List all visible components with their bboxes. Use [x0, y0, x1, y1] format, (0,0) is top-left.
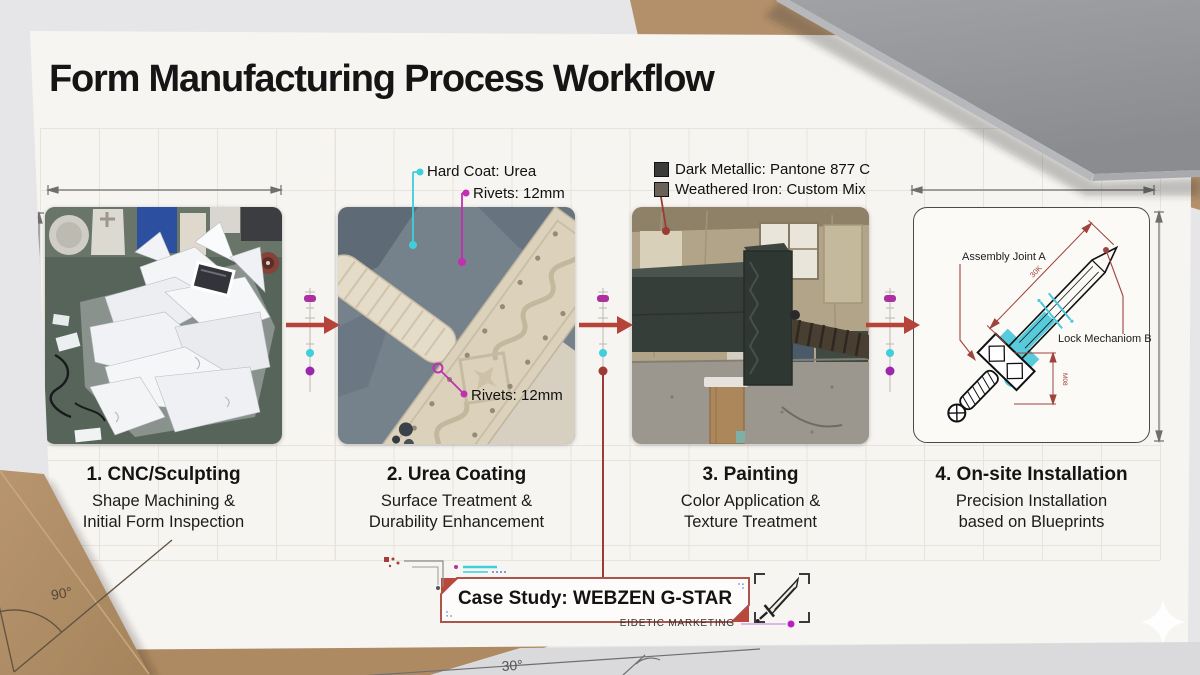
legend-label: Dark Metallic: Pantone 877 C — [675, 161, 871, 178]
protractor-sketch — [0, 539, 173, 673]
angle-90-label: 90° — [50, 584, 74, 603]
case-study-label: Case Study: WEBZEN G-STAR — [457, 588, 733, 609]
step-name: 4. On-site Installation — [935, 464, 1128, 485]
rivets-top-annotation: Rivets: 12mm — [473, 185, 565, 202]
foam-board — [789, 0, 1200, 174]
blueprint-dim-vertical: M08 — [1061, 373, 1068, 386]
foam-board-shadow — [765, 2, 1200, 196]
case-study-footer: EIDETIC MARKETING — [619, 618, 735, 629]
step-name: 3. Painting — [702, 464, 799, 485]
step-cnc-sculpting: 1. CNC/Sculpting Shape Machining &Initia… — [45, 464, 282, 533]
hard-coat-annotation: Hard Coat: Urea — [427, 163, 537, 180]
foam-board-edge-bottom — [1092, 170, 1200, 181]
blueprint-card: 30K M08 — [913, 207, 1150, 443]
step-urea-coating: 2. Urea Coating Surface Treatment &Durab… — [338, 464, 575, 533]
step-name: 1. CNC/Sculpting — [86, 464, 241, 485]
foam-board-edge — [776, 0, 1094, 181]
step-onsite-installation: 4. On-site Installation Precision Instal… — [913, 464, 1150, 533]
grid-line — [40, 545, 1160, 546]
kraft-paper-bottom-strip — [40, 642, 560, 675]
sword-icon — [754, 573, 810, 623]
photo-cnc-sculpting — [45, 207, 282, 444]
step-desc: Surface Treatment &Durability Enhancemen… — [368, 492, 545, 531]
legend-dark-metallic: Dark Metallic: Pantone 877 C — [654, 161, 870, 178]
step-painting: 3. Painting Color Application &Texture T… — [632, 464, 869, 533]
grid-line — [40, 190, 1160, 191]
step-desc: Color Application &Texture Treatment — [680, 492, 821, 531]
grid-line — [40, 445, 1160, 446]
dark-metallic-swatch — [654, 162, 669, 177]
weathered-iron-swatch — [654, 182, 669, 197]
step-desc: Shape Machining &Initial Form Inspection — [82, 492, 245, 531]
sparkle-icon — [1141, 600, 1185, 644]
grid-line — [40, 128, 1160, 129]
bottom-angle-sketch — [365, 648, 761, 675]
circuit-decoration — [384, 557, 508, 590]
lock-mechanism-label: Lock Mechaniom B — [1058, 333, 1152, 345]
footer-dot — [787, 620, 795, 628]
photo-painting — [632, 207, 869, 444]
case-study-box — [440, 577, 750, 623]
legend-label: Weathered Iron: Custom Mix — [675, 181, 866, 198]
annotation-leaders — [409, 168, 670, 398]
rivets-bottom-annotation: Rivets: 12mm — [471, 387, 563, 404]
kraft-edge-highlight — [0, 470, 150, 675]
assembly-joint-label: Assembly Joint A — [962, 251, 1046, 263]
grid-line — [40, 460, 1160, 461]
flow-connectors — [286, 288, 920, 577]
grid-line — [40, 560, 1160, 561]
step-name: 2. Urea Coating — [386, 464, 527, 485]
photo-urea-coating — [338, 207, 575, 444]
legend-weathered-iron: Weathered Iron: Custom Mix — [654, 181, 866, 198]
gray-paper-bottom — [430, 642, 1200, 675]
page-title: Form Manufacturing Process Workflow — [49, 58, 715, 100]
angle-30-label: 30° — [501, 657, 523, 674]
